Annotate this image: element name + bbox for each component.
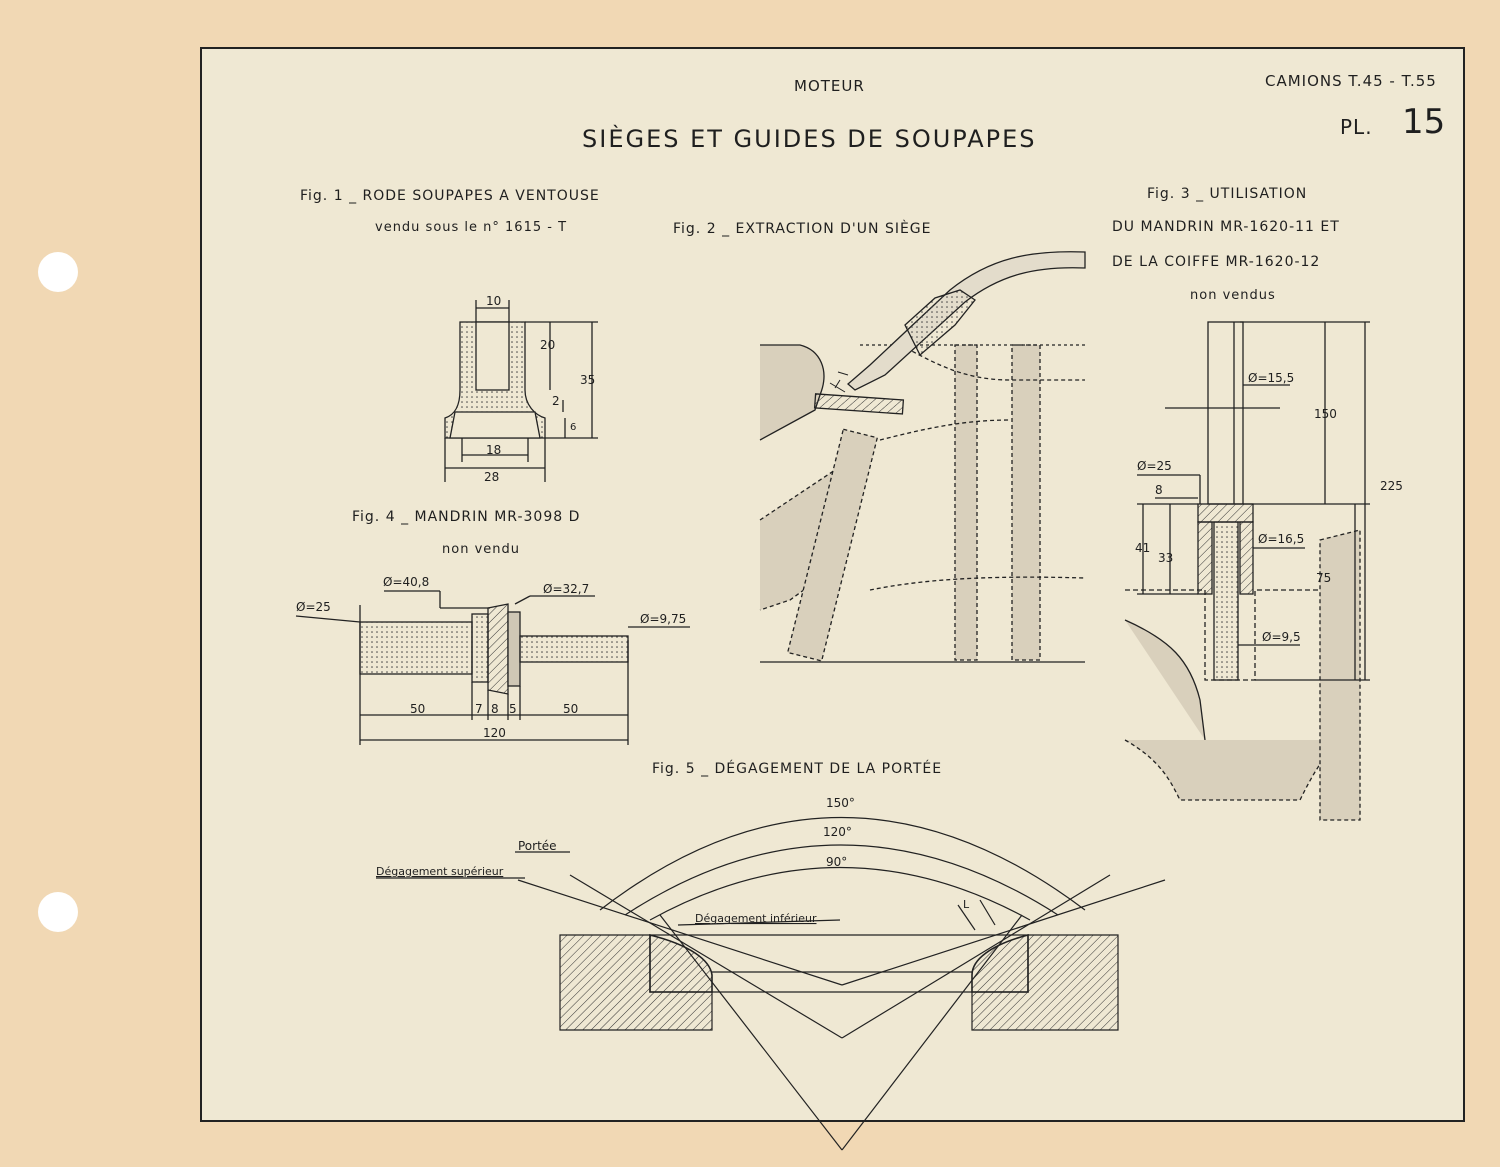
page-title: SIÈGES ET GUIDES DE SOUPAPES [582, 125, 1037, 153]
fig3-dim-d25: Ø=25 [1137, 459, 1172, 473]
fig4-dim-7: 7 [475, 702, 483, 716]
fig5-label-degagement-superieur: Dégagement supérieur [376, 865, 504, 878]
fig1-drawing [444, 300, 598, 482]
binder-hole-top [38, 252, 78, 292]
fig4-dim-total: 120 [483, 726, 506, 740]
fig5-angle-120: 120° [823, 825, 852, 839]
fig3-dim-d165: Ø=16,5 [1258, 532, 1304, 546]
fig1-dim-base: 6 [570, 422, 576, 433]
fig3-dim-75: 75 [1316, 571, 1331, 585]
fig1-dim-height: 35 [580, 373, 595, 387]
binder-hole-bottom [38, 892, 78, 932]
fig5-angle-150: 150° [826, 796, 855, 810]
fig4-dim-5: 5 [509, 702, 517, 716]
fig1-dim-outer-dia: 28 [484, 470, 499, 484]
fig4-caption: Fig. 4 _ MANDRIN MR-3098 D [352, 509, 581, 525]
fig4-dim-50b: 50 [563, 702, 578, 716]
fig4-drawing [295, 590, 690, 745]
fig3-dim-150: 150 [1314, 407, 1337, 421]
fig5-caption: Fig. 5 _ DÉGAGEMENT DE LA PORTÉE [652, 761, 943, 777]
fig5-angle-90: 90° [826, 855, 847, 869]
fig5-label-degagement-inferieur: Dégagement inférieur [695, 912, 817, 925]
fig4-dim-d327: Ø=32,7 [543, 582, 589, 596]
fig2-caption: Fig. 2 _ EXTRACTION D'UN SIÈGE [673, 221, 932, 237]
fig1-dim-inner-dia: 18 [486, 443, 501, 457]
vehicle-models: CAMIONS T.45 - T.55 [1265, 72, 1437, 90]
fig4-dim-d408: Ø=40,8 [383, 575, 429, 589]
fig4-dim-d25: Ø=25 [296, 600, 331, 614]
fig3-dim-225: 225 [1380, 479, 1403, 493]
plate-number: 15 [1402, 102, 1446, 142]
fig3-dim-d95: Ø=9,5 [1262, 630, 1301, 644]
fig5-label-l: L [963, 898, 970, 911]
fig5-drawing [376, 816, 1166, 1151]
section-label: MOTEUR [794, 77, 865, 95]
fig4-dim-d975: Ø=9,75 [640, 612, 686, 626]
fig3-caption-2: DU MANDRIN MR-1620-11 ET [1112, 219, 1340, 235]
fig1-dim-top: 10 [486, 294, 501, 308]
fig1-subcaption: vendu sous le n° 1615 - T [375, 220, 568, 235]
fig3-dim-d155: Ø=15,5 [1248, 371, 1294, 385]
fig3-dim-41: 41 [1135, 541, 1150, 555]
fig4-dim-50a: 50 [410, 702, 425, 716]
fig4-dim-8: 8 [491, 702, 499, 716]
fig5-label-portee: Portée [518, 839, 557, 853]
fig3-dim-8: 8 [1155, 483, 1163, 497]
fig3-drawing [1124, 321, 1370, 821]
fig3-dim-33: 33 [1158, 551, 1173, 565]
fig3-caption-1: Fig. 3 _ UTILISATION [1147, 186, 1308, 202]
fig1-dim-inner: 20 [540, 338, 555, 352]
fig1-caption: Fig. 1 _ RODE SOUPAPES A VENTOUSE [300, 188, 600, 204]
fig1-dim-lip: 2 [552, 394, 560, 408]
fig4-subcaption: non vendu [442, 542, 520, 557]
fig2-drawing [759, 251, 1086, 663]
fig3-caption-3: DE LA COIFFE MR-1620-12 [1112, 254, 1321, 270]
fig3-subcaption: non vendus [1190, 288, 1276, 303]
plate-label: PL. [1340, 115, 1373, 139]
